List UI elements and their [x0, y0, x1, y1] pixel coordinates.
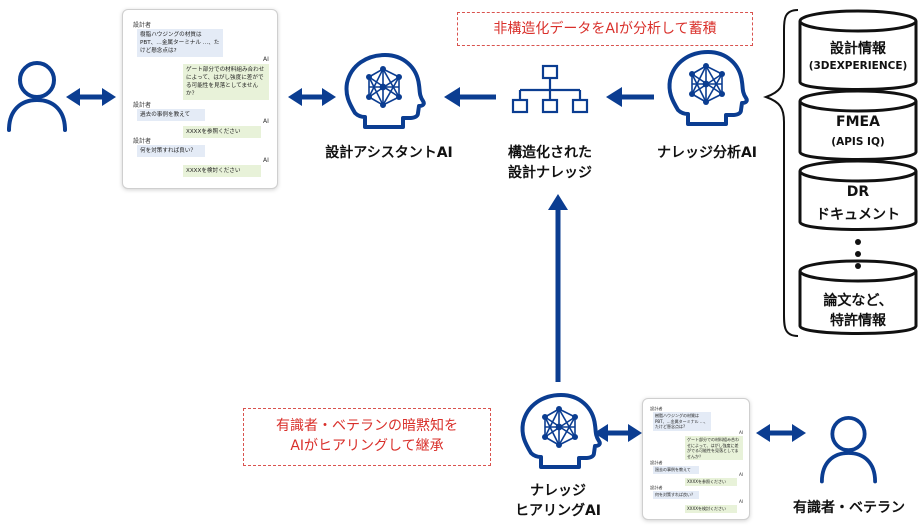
chat-answer-3: XXXXを検討ください	[183, 165, 261, 177]
chat-ai-label: AI	[739, 499, 744, 504]
bottom-callout-line1: 有識者・ベテランの暗黙知を	[276, 418, 458, 434]
chat-answer-2: XXXXを参照ください	[183, 126, 261, 138]
chat-designer-label: 設計者	[133, 102, 152, 109]
arrow-hearing-to-knowledge	[548, 194, 568, 382]
chat-answer-2: XXXXを参照ください	[685, 478, 737, 486]
database-3-title: DR	[846, 184, 870, 200]
analysis-ai-brain-icon	[667, 50, 749, 126]
database-1-sub: (3DEXPERIENCE)	[808, 60, 908, 72]
user-person-icon	[7, 61, 67, 132]
top-callout-text: 非構造化データをAIが分析して蓄積	[493, 21, 717, 37]
knowledge-label: 構造化された 設計ナレッジ	[490, 143, 610, 183]
chat-designer-label: 設計者	[133, 138, 152, 145]
curly-brace	[763, 9, 799, 337]
chat-ai-label: AI	[263, 56, 269, 63]
double-arrow-chat-assistant	[288, 88, 336, 106]
database-2: FMEA (APIS IQ)	[800, 114, 916, 158]
chat-answer-1: ゲート部分での材料組み合わせによって、はがし強度に差がでる可能性を見落としてませ…	[685, 436, 743, 461]
assistant-ai-brain-icon	[344, 53, 426, 129]
top-callout: 非構造化データをAIが分析して蓄積	[457, 12, 753, 46]
database-4-sub: 特許情報	[830, 313, 886, 329]
chat-ai-label: AI	[739, 472, 744, 477]
chat-ai-label: AI	[739, 430, 744, 435]
chat-designer-label: 設計者	[650, 485, 663, 490]
hearing-ai-label: ナレッジ ヒアリングAI	[495, 481, 621, 521]
bottom-callout-line2: AIがヒアリングして継承	[290, 438, 444, 454]
hearing-ai-brain-icon	[520, 393, 602, 469]
chat-question-3: 何を対策すれば良い？	[137, 145, 205, 157]
chat-question-2: 過去の事例を教えて	[653, 466, 699, 474]
chat-designer-label: 設計者	[650, 460, 663, 465]
database-1-title: 設計情報	[830, 41, 886, 57]
expert-label: 有識者・ベテラン	[793, 500, 905, 516]
knowledge-label-line1: 構造化された	[508, 145, 592, 161]
analysis-ai-label: ナレッジ分析AI	[656, 145, 758, 161]
chat-panel-bottom[interactable]: 設計者 樹脂ハウジングの材質は PBT、…金属ターミナル …、たけど懸念点は? …	[642, 398, 750, 520]
ellipsis-dots	[855, 239, 861, 269]
arrow-analysis-to-knowledge	[606, 87, 654, 107]
double-arrow-user-chat	[66, 88, 116, 106]
bottom-callout: 有識者・ベテランの暗黙知を AIがヒアリングして継承	[243, 408, 491, 466]
double-arrow-chat-expert	[756, 424, 806, 442]
knowledge-label-line2: 設計ナレッジ	[508, 165, 592, 181]
chat-question-3: 何を対策すれば良い？	[653, 491, 699, 499]
database-4: 論文など、 特許情報	[800, 290, 916, 334]
expert-person-icon	[820, 415, 877, 484]
hearing-ai-label-line1: ナレッジ	[530, 483, 586, 499]
chat-designer-label: 設計者	[650, 406, 663, 411]
database-1: 設計情報 (3DEXPERIENCE)	[800, 38, 916, 82]
chat-ai-label: AI	[263, 118, 269, 125]
chat-designer-label: 設計者	[133, 22, 152, 29]
chat-question-1: 樹脂ハウジングの材質は PBT、…金属ターミナル …、たけど懸念点は?	[653, 412, 711, 431]
chat-question-2: 過去の事例を教えて	[137, 109, 205, 121]
chat-answer-1: ゲート部分での材料組み合わせによって、はがし強度に差がでる可能性を見落としてませ…	[183, 64, 269, 100]
assistant-ai-label: 設計アシスタントAI	[325, 145, 453, 161]
database-cylinders	[798, 9, 918, 335]
chat-answer-3: XXXXを検討ください	[685, 505, 737, 513]
database-3-sub: ドキュメント	[816, 207, 900, 223]
hearing-ai-label-line2: ヒアリングAI	[514, 503, 602, 519]
database-2-title: FMEA	[836, 114, 880, 130]
double-arrow-hearing-chat	[594, 424, 642, 442]
database-4-title: 論文など、	[823, 293, 893, 309]
hierarchy-icon	[511, 64, 589, 114]
arrow-knowledge-to-assistant	[444, 87, 496, 107]
chat-ai-label: AI	[263, 157, 269, 164]
chat-question-1: 樹脂ハウジングの材質は PBT、…金属ターミナル …、たけど懸念点は?	[137, 29, 223, 57]
database-2-sub: (APIS IQ)	[831, 136, 885, 148]
chat-panel-top[interactable]: 設計者 樹脂ハウジングの材質は PBT、…金属ターミナル …、たけど懸念点は? …	[122, 9, 278, 189]
database-3: DR ドキュメント	[800, 184, 916, 228]
